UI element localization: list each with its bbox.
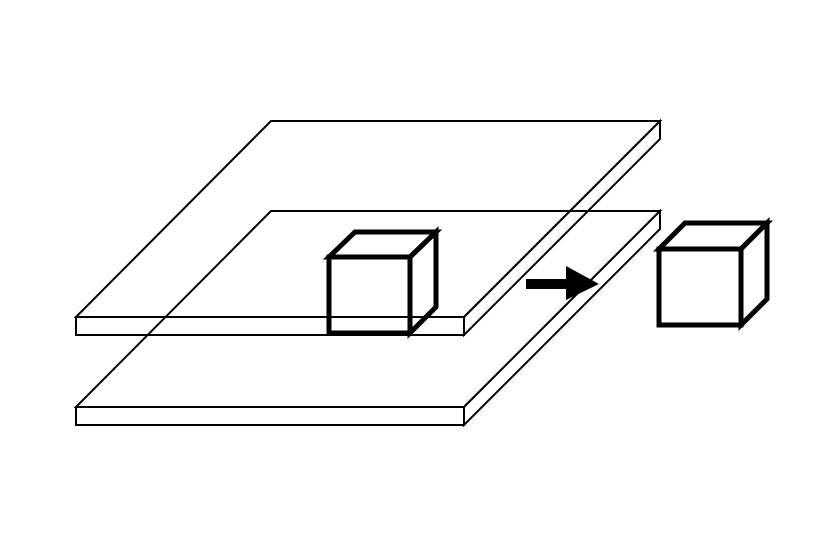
cube-on-plate-right-face <box>407 226 439 340</box>
lower-plate <box>73 208 663 428</box>
upper-plate <box>73 118 663 338</box>
cube-outside-right-face <box>738 216 770 332</box>
cube-on-plate <box>322 226 443 340</box>
lower-plate-right-face <box>463 208 661 428</box>
arrow-shaft <box>526 279 570 289</box>
lower-plate-front-face <box>75 406 465 426</box>
cube-outside <box>652 216 774 332</box>
upper-plate-right-face <box>463 118 661 338</box>
cube-outside-front-face <box>656 246 744 328</box>
arrow-head <box>566 266 599 300</box>
arrow <box>526 266 599 300</box>
